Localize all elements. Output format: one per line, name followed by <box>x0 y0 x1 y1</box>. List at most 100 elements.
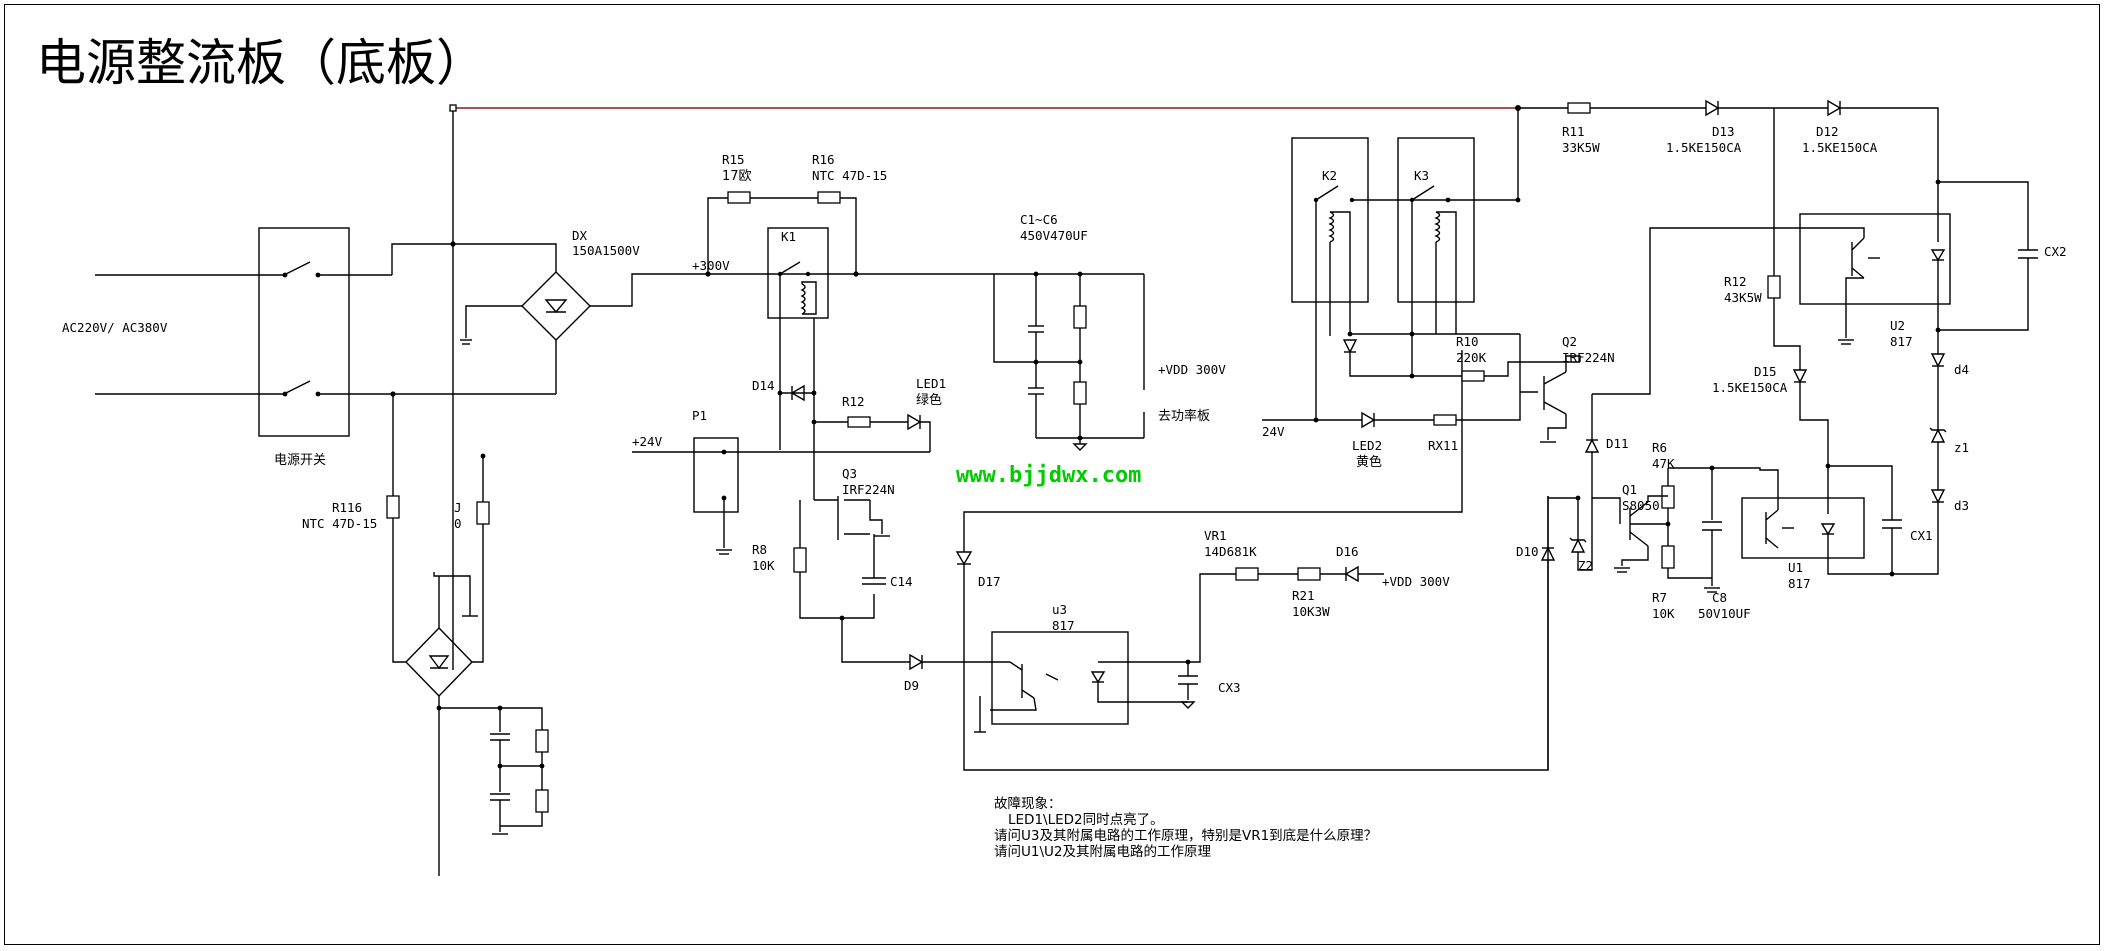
z2-label: Z2 <box>1578 558 1593 573</box>
r11-value: 33K5W <box>1562 140 1600 155</box>
r16-label: R16 <box>812 152 835 167</box>
d16-label: D16 <box>1336 544 1359 559</box>
c14-label: C14 <box>890 574 913 589</box>
r10-label: R10 <box>1456 334 1479 349</box>
r7 <box>1661 545 1675 569</box>
u1-label: U1 <box>1788 560 1803 575</box>
k2-label: K2 <box>1322 168 1337 183</box>
d15-label: D15 <box>1754 364 1777 379</box>
r7-value: 10K <box>1652 606 1675 621</box>
r15-label: R15 <box>722 152 745 167</box>
r15-value: 17欧 <box>722 169 752 184</box>
dx-label: DX <box>572 228 588 243</box>
schematic-title: 电源整流板（底板） <box>36 34 486 92</box>
q2-value: IRF224N <box>1562 350 1615 365</box>
r21 <box>1297 567 1321 581</box>
j-value: 0 <box>454 516 462 531</box>
bridge-bottom <box>405 576 473 876</box>
led1-label: LED1 <box>916 376 946 391</box>
optocoupler-u2 <box>1799 213 1951 305</box>
j-label: J <box>454 500 462 515</box>
u3-label: u3 <box>1052 602 1067 617</box>
u2-value: 817 <box>1890 334 1913 349</box>
d14-label: D14 <box>752 378 775 393</box>
relay-k2 <box>1291 137 1369 336</box>
r16-value: NTC 47D-15 <box>812 168 887 183</box>
r6 <box>1661 485 1675 509</box>
bridge-dx <box>460 271 722 345</box>
24v-label: 24V <box>1262 424 1285 439</box>
relay-k1 <box>767 227 829 319</box>
q1-label: Q1 <box>1622 482 1637 497</box>
r6-label: R6 <box>1652 440 1667 455</box>
vdd-300v-label: +VDD 300V <box>1158 362 1226 377</box>
website-watermark: www.bjjdwx.com <box>956 463 1141 488</box>
rx11 <box>1433 414 1457 426</box>
r10 <box>1461 370 1485 382</box>
q1-value: S8050 <box>1622 498 1660 513</box>
r12-resistor <box>847 416 871 428</box>
dx-value: 150A1500V <box>572 243 640 258</box>
d13-label: D13 <box>1712 124 1735 139</box>
r11-label: R11 <box>1562 124 1585 139</box>
led1-value: 绿色 <box>916 392 942 408</box>
r12-label: R12 <box>842 394 865 409</box>
notes-line-1: LED1\LED2同时点亮了。 <box>1008 811 1164 828</box>
ac-input-label: AC220V/ AC380V <box>62 320 168 335</box>
d11-label: D11 <box>1606 436 1629 451</box>
r10-value: 220K <box>1456 350 1487 365</box>
d3-label: d3 <box>1954 498 1969 513</box>
r12b-value: 43K5W <box>1724 290 1762 305</box>
notes-line-2: 请问U3及其附属电路的工作原理，特别是VR1到底是什么原理？ <box>994 828 1377 844</box>
jumper-j <box>476 501 490 525</box>
p1-label: P1 <box>692 408 707 423</box>
notes-line-3: 请问U1\U2及其附属电路的工作原理 <box>994 844 1211 860</box>
d15-value: 1.5KE150CA <box>1712 380 1788 395</box>
u2-label: U2 <box>1890 318 1905 333</box>
z1-label: z1 <box>1954 440 1969 455</box>
cx3-label: CX3 <box>1218 680 1241 695</box>
capacitor-bank-c1-c6 <box>993 271 1144 451</box>
cx2-label: CX2 <box>2044 244 2067 259</box>
k1-label: K1 <box>781 229 796 244</box>
mosfet-q2 <box>1520 371 1567 443</box>
q2-label: Q2 <box>1562 334 1577 349</box>
vr1-label: VR1 <box>1204 528 1227 543</box>
r12b-label: R12 <box>1724 274 1747 289</box>
to-power-board-label: 去功率板 <box>1158 408 1210 424</box>
c1-c6-label: C1~C6 <box>1020 212 1058 227</box>
power-switch-label: 电源开关 <box>274 453 326 468</box>
drawing-frame <box>4 4 2100 945</box>
mosfet-q3 <box>814 496 890 540</box>
u3-value: 817 <box>1052 618 1075 633</box>
led2-label: LED2 <box>1352 438 1382 453</box>
vdd-300v-secondary-label: +VDD 300V <box>1382 574 1450 589</box>
r12-43k <box>1767 275 1781 299</box>
r15 <box>727 191 751 204</box>
d17-label: D17 <box>978 574 1001 589</box>
r7-label: R7 <box>1652 590 1667 605</box>
r11 <box>1567 102 1591 114</box>
vr1-value: 14D681K <box>1204 544 1257 559</box>
d12-value: 1.5KE150CA <box>1802 140 1878 155</box>
r116-label: R116 <box>332 500 362 515</box>
transistor-q1 <box>1614 495 1668 573</box>
cx1-label: CX1 <box>1910 528 1933 543</box>
plus-300v-label: +300V <box>692 258 730 273</box>
notes-heading: 故障现象： <box>994 796 1062 812</box>
d13-value: 1.5KE150CA <box>1666 140 1742 155</box>
r116-value: NTC 47D-15 <box>302 516 377 531</box>
optocoupler-u1 <box>1741 497 1865 559</box>
relay-k3 <box>1397 137 1475 334</box>
r6-value: 47K <box>1652 456 1675 471</box>
c8-value: 50V10UF <box>1698 606 1751 621</box>
d9-label: D9 <box>904 678 919 693</box>
q3-value: IRF224N <box>842 482 895 497</box>
led2-value: 黄色 <box>1356 454 1382 470</box>
optocoupler-u3 <box>974 631 1188 733</box>
r8-value: 10K <box>752 558 775 573</box>
power-switch <box>95 227 556 437</box>
c8-label: C8 <box>1712 590 1727 605</box>
q3-label: Q3 <box>842 466 857 481</box>
